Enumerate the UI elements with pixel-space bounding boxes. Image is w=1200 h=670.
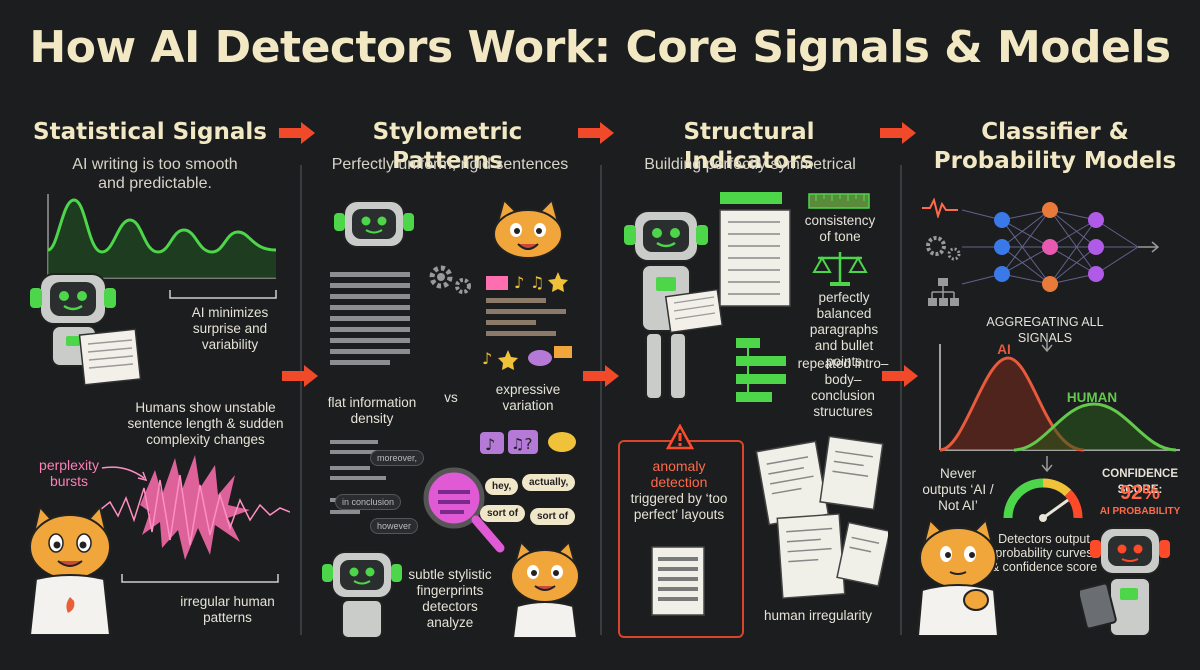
- aggregating-label: AGGREGATING ALL SIGNALS: [986, 315, 1104, 345]
- triggered-note: triggered by ‘too perfect’ layouts: [630, 491, 728, 522]
- probability-curves: [939, 344, 1180, 452]
- ai-phrase-tag: moreover,: [370, 450, 425, 466]
- scale-icon: [812, 252, 868, 286]
- cat-icon: [493, 198, 563, 259]
- neural-network-icon: [962, 202, 1160, 292]
- page-title: How AI Detectors Work: Core Signals & Mo…: [29, 22, 1171, 73]
- robot-icon: [1080, 527, 1170, 636]
- flow-arrow-icon: [279, 122, 315, 144]
- flat-density-note: flat information density: [327, 395, 417, 426]
- expressive-text-block: ♪ ♫ ♪: [482, 272, 572, 370]
- scattered-pages: [755, 436, 888, 599]
- irregular-patterns-note: irregular human patterns: [180, 594, 275, 625]
- music-note-icon: ♪ ♫?: [480, 430, 576, 454]
- flow-arrow-icon: [282, 365, 318, 387]
- gear-icon: [926, 236, 961, 261]
- ai-probability-label: AI PROBABILITY: [1099, 506, 1181, 517]
- structural-indicators-subtitle: Building perfectly symmetrical: [644, 156, 856, 173]
- stylometric-patterns-title: Stylometric Patterns: [372, 119, 523, 174]
- vs-label: vs: [444, 390, 458, 405]
- uniform-text-block: [330, 272, 410, 365]
- down-arrow-icon: [1041, 334, 1053, 353]
- balanced-paragraphs-note: perfectly balanced paragraphs and bullet…: [809, 290, 879, 369]
- flow-arrow-icon: [880, 122, 916, 144]
- hierarchy-icon: [928, 278, 959, 306]
- svg-text:♫: ♫: [530, 273, 544, 292]
- confidence-score-label: CONFIDENCE SCORE:: [1101, 468, 1179, 496]
- stylistic-fingerprints-note: subtle stylistic fingerprints detectors …: [408, 567, 492, 630]
- ai-minimizes-note: AI minimizes surprise and variability: [191, 305, 269, 352]
- signal-wave-icon: [922, 198, 958, 218]
- robot-icon: [334, 200, 414, 248]
- perplexity-label: perplexity bursts: [39, 457, 99, 489]
- flow-arrow-icon: [882, 365, 918, 387]
- ai-curve-label: AI: [997, 342, 1011, 357]
- detectors-output-note: Detectors output probability curves & co…: [990, 532, 1098, 574]
- robot-icon: [30, 273, 142, 386]
- human-irregularity-note: human irregularity: [763, 608, 873, 623]
- magnifier-icon: [423, 467, 505, 553]
- humans-show-note: Humans show unstable sentence length & s…: [127, 400, 284, 447]
- anomaly-label: anomaly detection: [650, 458, 708, 490]
- human-phrase-tag: sort of: [480, 505, 526, 522]
- column-divider: [600, 165, 602, 635]
- ai-phrase-tag: however: [370, 518, 419, 534]
- document-structure-diagram: [719, 192, 791, 402]
- cat-icon: [28, 505, 112, 635]
- repeated-structures-note: repeated intro–body–conclusion structure…: [797, 356, 889, 419]
- svg-text:♪: ♪: [514, 273, 524, 292]
- human-curve-label: HUMAN: [1066, 390, 1118, 405]
- bracket-line: [121, 574, 279, 583]
- pointer-arrow: [101, 466, 148, 482]
- svg-text:♫?: ♫?: [511, 435, 532, 453]
- bracket-line: [169, 290, 277, 299]
- flow-arrow-icon: [583, 365, 619, 387]
- human-phrase-tag: sort of: [530, 508, 576, 525]
- human-phrase-tag: actually,: [522, 474, 576, 491]
- gauge-icon: [1003, 478, 1083, 522]
- cat-icon: [916, 518, 1000, 636]
- cat-icon: [510, 540, 580, 638]
- statistical-signals-subtitle: AI writing is too smooth and predictable…: [72, 156, 238, 192]
- expressive-variation-note: expressive variation: [495, 382, 561, 413]
- structural-indicators-title: Structural Indicators: [683, 119, 815, 174]
- warning-icon: [666, 424, 694, 450]
- consistency-tone-note: consistency of tone: [804, 213, 876, 244]
- confidence-score-value: 92%: [1119, 482, 1161, 504]
- document-icon: [651, 546, 705, 616]
- classifier-models-title: Classifier & Probability Models: [933, 119, 1177, 174]
- robot-icon: [624, 210, 724, 400]
- stylometric-patterns-subtitle: Perfectly uniform, rigid sentences: [331, 156, 569, 173]
- never-outputs-note: Never outputs ‘AI / Not AI’: [922, 466, 994, 513]
- statistical-signals-title: Statistical Signals: [33, 119, 267, 145]
- down-arrow-icon: [1041, 456, 1053, 473]
- svg-text:♪: ♪: [485, 435, 495, 454]
- robot-icon: [322, 551, 402, 638]
- gear-icon: [429, 265, 471, 294]
- column-divider: [300, 165, 302, 635]
- perplexity-burst-wave: [100, 455, 290, 560]
- column-divider: [900, 165, 902, 635]
- ruler-icon: [808, 193, 870, 209]
- ai-phrase-tag: in conclusion: [335, 494, 402, 510]
- human-phrase-tag: hey,: [485, 478, 519, 495]
- flow-arrow-icon: [578, 122, 614, 144]
- svg-text:♪: ♪: [482, 349, 492, 368]
